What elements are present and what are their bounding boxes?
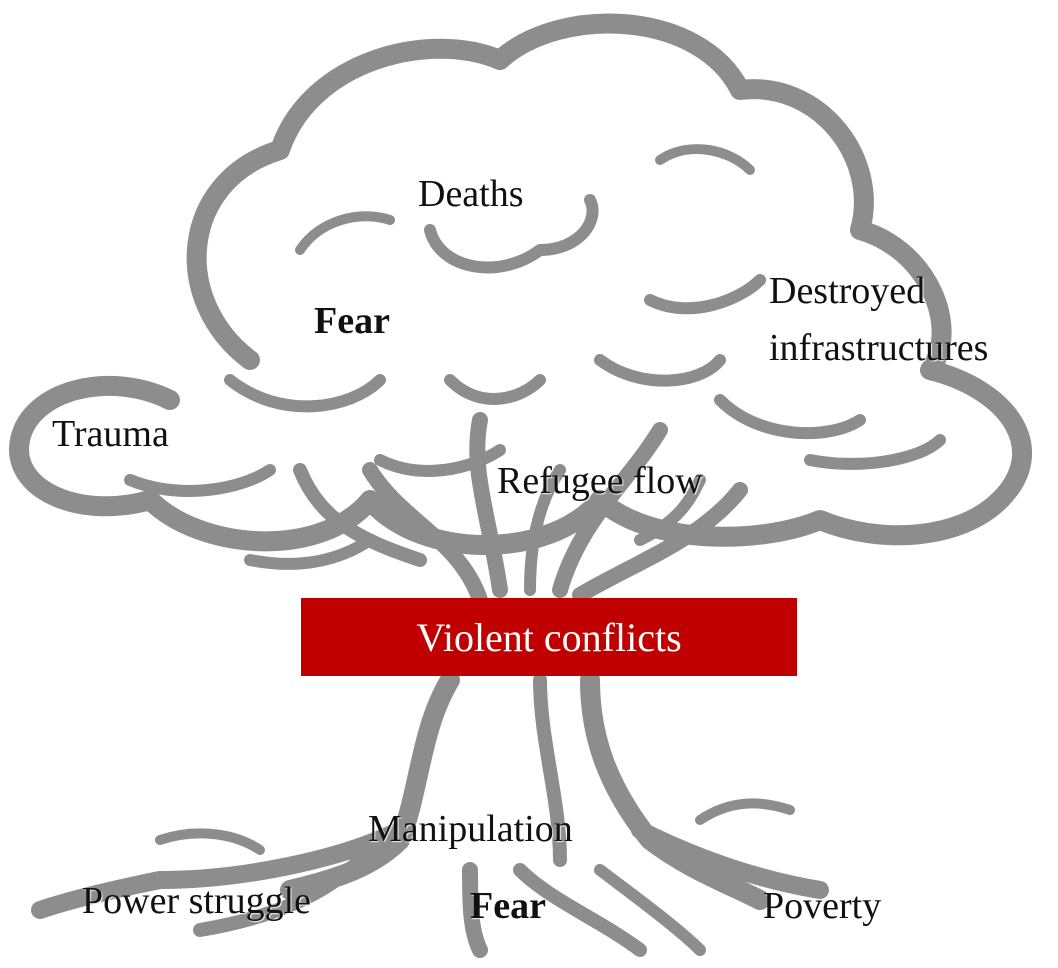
effect-destroyed-line1: Destroyed xyxy=(769,270,925,314)
effect-destroyed-line2: infrastructures xyxy=(769,327,988,371)
canopy-curl xyxy=(720,400,860,433)
cause-poverty: Poverty xyxy=(763,885,881,929)
effect-refugee-flow: Refugee flow xyxy=(497,460,703,504)
cause-fear: Fear xyxy=(470,885,546,929)
cause-power-struggle: Power struggle xyxy=(82,880,311,924)
effect-fear: Fear xyxy=(314,300,390,344)
canopy-curl xyxy=(810,440,940,464)
canopy-curl xyxy=(300,216,390,250)
canopy-curl xyxy=(600,360,720,381)
canopy-curl xyxy=(660,149,750,170)
effect-deaths: Deaths xyxy=(418,173,524,217)
cause-manipulation: Manipulation xyxy=(368,808,573,852)
canopy-curl xyxy=(230,380,380,406)
canopy-curl xyxy=(650,280,760,308)
core-problem-label: Violent conflicts xyxy=(301,598,797,676)
canopy-curl xyxy=(450,380,540,399)
root xyxy=(160,833,260,850)
canopy-curl xyxy=(130,470,270,491)
effect-trauma: Trauma xyxy=(52,413,169,457)
root xyxy=(700,803,790,820)
